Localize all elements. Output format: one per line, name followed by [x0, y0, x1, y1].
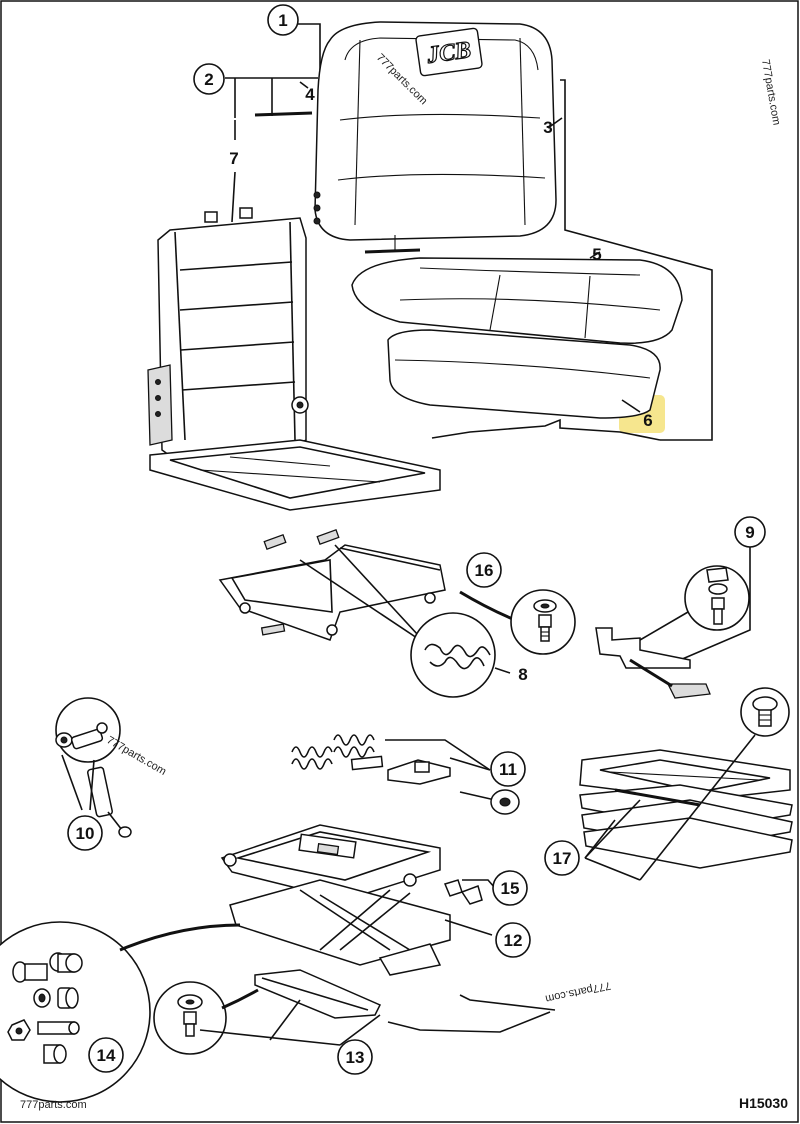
leader-10-a — [61, 754, 83, 811]
callout-12: 12 — [495, 922, 531, 958]
svg-text:14: 14 — [97, 1046, 116, 1065]
callout-13: 13 — [337, 1039, 373, 1075]
leader-9-b — [639, 611, 689, 641]
leader-17-a — [584, 857, 641, 881]
suspension-linkage — [218, 528, 521, 649]
leader-3 — [547, 117, 563, 129]
leader-10-b — [89, 759, 95, 811]
backrest-cushion: JCB — [313, 21, 557, 241]
svg-text:12: 12 — [504, 931, 523, 950]
leader-14-link — [119, 923, 241, 952]
seat-pan — [387, 329, 661, 441]
leader-9 — [679, 545, 751, 661]
svg-text:13: 13 — [346, 1048, 365, 1067]
svg-text:3: 3 — [543, 118, 552, 137]
shock-absorber-10 — [55, 697, 132, 838]
svg-text:16: 16 — [475, 561, 494, 580]
spring-detail-8 — [410, 612, 511, 698]
seat-assembly-group: JCB — [147, 21, 713, 511]
gaiter-17 — [579, 687, 793, 881]
seat-cushion — [351, 251, 683, 344]
svg-text:1: 1 — [278, 11, 287, 30]
callout-10: 10 — [67, 815, 103, 851]
callout-5: 5 — [592, 245, 601, 264]
bracket-assembly-9 — [595, 545, 751, 699]
leader-8-a — [299, 559, 421, 641]
svg-text:11: 11 — [499, 760, 517, 779]
callout-16: 16 — [466, 552, 502, 588]
leader-13-b — [269, 999, 301, 1041]
leader-7 — [231, 171, 236, 223]
callout-1: 1 — [267, 4, 299, 36]
watermark-5: 777parts.com — [20, 1099, 87, 1111]
svg-text:6: 6 — [643, 411, 652, 430]
svg-text:5: 5 — [592, 245, 601, 264]
svg-text:7: 7 — [229, 149, 238, 168]
svg-text:4: 4 — [305, 85, 315, 104]
callout-6: 6 — [643, 411, 652, 430]
callout-11: 11 — [490, 751, 526, 787]
leader-17-d — [639, 734, 756, 881]
callout-9: 9 — [734, 516, 766, 548]
svg-text:9: 9 — [745, 523, 754, 542]
leader-13-a — [199, 1029, 341, 1046]
callout-2: 2 — [193, 63, 225, 95]
leader-6 — [621, 399, 641, 413]
svg-text:8: 8 — [518, 665, 527, 684]
backrest-rod-lower — [364, 248, 421, 254]
leader-13-c — [339, 1014, 381, 1046]
callout-17: 17 — [544, 840, 580, 876]
backrest-rod — [254, 111, 313, 117]
leader-11-a — [385, 739, 491, 771]
clip-15 — [443, 879, 496, 905]
drawing-reference: H15030 — [739, 1095, 788, 1111]
callout-8: 8 — [518, 665, 527, 684]
slide-rails-13 — [153, 969, 556, 1055]
scissor-mechanism-12 — [220, 824, 493, 976]
leader-8-b — [334, 544, 431, 649]
svg-text:15: 15 — [501, 879, 520, 898]
leader-8 — [494, 667, 511, 674]
seat-frame — [147, 207, 441, 511]
svg-text:2: 2 — [204, 70, 213, 89]
callout-14: 14 — [88, 1037, 124, 1073]
leader-4 — [299, 81, 309, 89]
leader-5 — [589, 251, 601, 259]
leader-12 — [444, 919, 493, 936]
callout-3: 3 — [543, 118, 552, 137]
assembly-bracket-right — [560, 79, 713, 441]
springs-11 — [291, 734, 520, 815]
jcb-logo: JCB — [415, 27, 483, 77]
callout-7: 7 — [229, 149, 238, 168]
leader-17-c — [584, 799, 641, 859]
leader-11-b — [449, 757, 491, 771]
svg-text:10: 10 — [76, 824, 95, 843]
callout-15: 15 — [492, 870, 528, 906]
svg-text:17: 17 — [553, 849, 572, 868]
bolt-detail-16 — [510, 589, 576, 655]
callout-4: 4 — [305, 85, 315, 104]
